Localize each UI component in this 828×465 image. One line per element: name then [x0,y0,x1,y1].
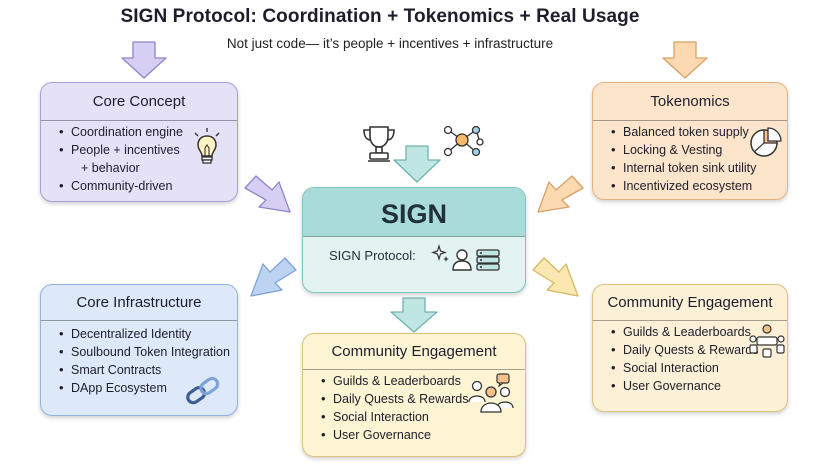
core-concept-list: Coordination engine People + incentives … [49,123,183,195]
list-item: Balanced token supply [611,123,756,141]
sign-title: SIGN [303,188,525,237]
network-icon [443,125,484,157]
list-item: People + incentives [59,141,183,159]
list-item: Soulbound Token Integration [59,343,230,361]
list-item: Guilds & Leaderboards [611,323,758,341]
team-table-icon [749,324,785,358]
tokenomics-title: Tokenomics [593,83,787,121]
list-item: Decentralized Identity [59,325,230,343]
core-concept-card: Core Concept Coordination engine People … [40,82,238,202]
sign-subtitle: SIGN Protocol: [329,248,416,263]
arrow-sign-to-community-center [390,297,438,333]
tokenomics-card: Tokenomics Balanced token supply Locking… [592,82,788,200]
tokenomics-list: Balanced token supply Locking & Vesting … [601,123,756,195]
page-subtitle: Not just code— it’s people + incentives … [226,36,554,51]
chain-link-icon [186,376,220,405]
core-infrastructure-title: Core Infrastructure [41,285,237,321]
server-icon [476,249,500,271]
list-item: Community-driven [59,177,183,195]
trophy-icon [363,126,395,162]
core-infrastructure-list: Decentralized Identity Soulbound Token I… [49,325,230,397]
sparkle-icon [431,244,449,262]
community-center-title: Community Engagement [303,334,525,370]
arrow-concept-to-sign [244,175,291,213]
community-center-list: Guilds & Leaderboards Daily Quests & Rew… [311,372,469,444]
core-infrastructure-card: Core Infrastructure Decentralized Identi… [40,284,238,416]
sign-card: SIGN SIGN Protocol: [302,187,526,293]
list-item: User Governance [321,426,468,444]
list-item: Locking & Vesting [611,141,756,159]
community-engagement-center-card: Community Engagement Guilds & Leaderboar… [302,333,526,457]
group-chat-icon [468,373,514,413]
community-right-title: Community Engagement [593,285,787,321]
arrow-sign-to-infra [250,257,297,297]
list-item: + behavior [81,161,140,175]
community-right-list: Guilds & Leaderboards Daily Quests & Rew… [601,323,759,395]
list-item: Daily Quests & Rewards [611,341,759,359]
list-item: User Governance [611,377,758,395]
arrow-top-left [121,41,167,79]
list-item: Smart Contracts [59,361,230,379]
list-item: Coordination engine [59,123,183,141]
community-engagement-right-card: Community Engagement Guilds & Leaderboar… [592,284,788,412]
list-item: DApp Ecosystem [59,379,230,397]
list-item: Social Interaction [321,408,468,426]
page-title: SIGN Protocol: Coordination + Tokenomics… [120,6,640,27]
lightbulb-icon [194,128,220,164]
list-item: Daily Quests & Rewards [321,390,469,408]
list-item: Internal token sink utility [611,159,756,177]
pie-chart-icon [750,127,782,157]
arrow-into-sign [393,145,441,183]
user-icon [452,249,472,271]
core-concept-title: Core Concept [41,83,237,121]
list-item: Incentivized ecosystem [611,177,756,195]
list-item: Guilds & Leaderboards [321,372,468,390]
arrow-sign-to-community-right [532,257,579,297]
arrow-tokenomics-to-sign [537,175,584,213]
list-item: Social Interaction [611,359,758,377]
arrow-top-right [662,41,708,79]
